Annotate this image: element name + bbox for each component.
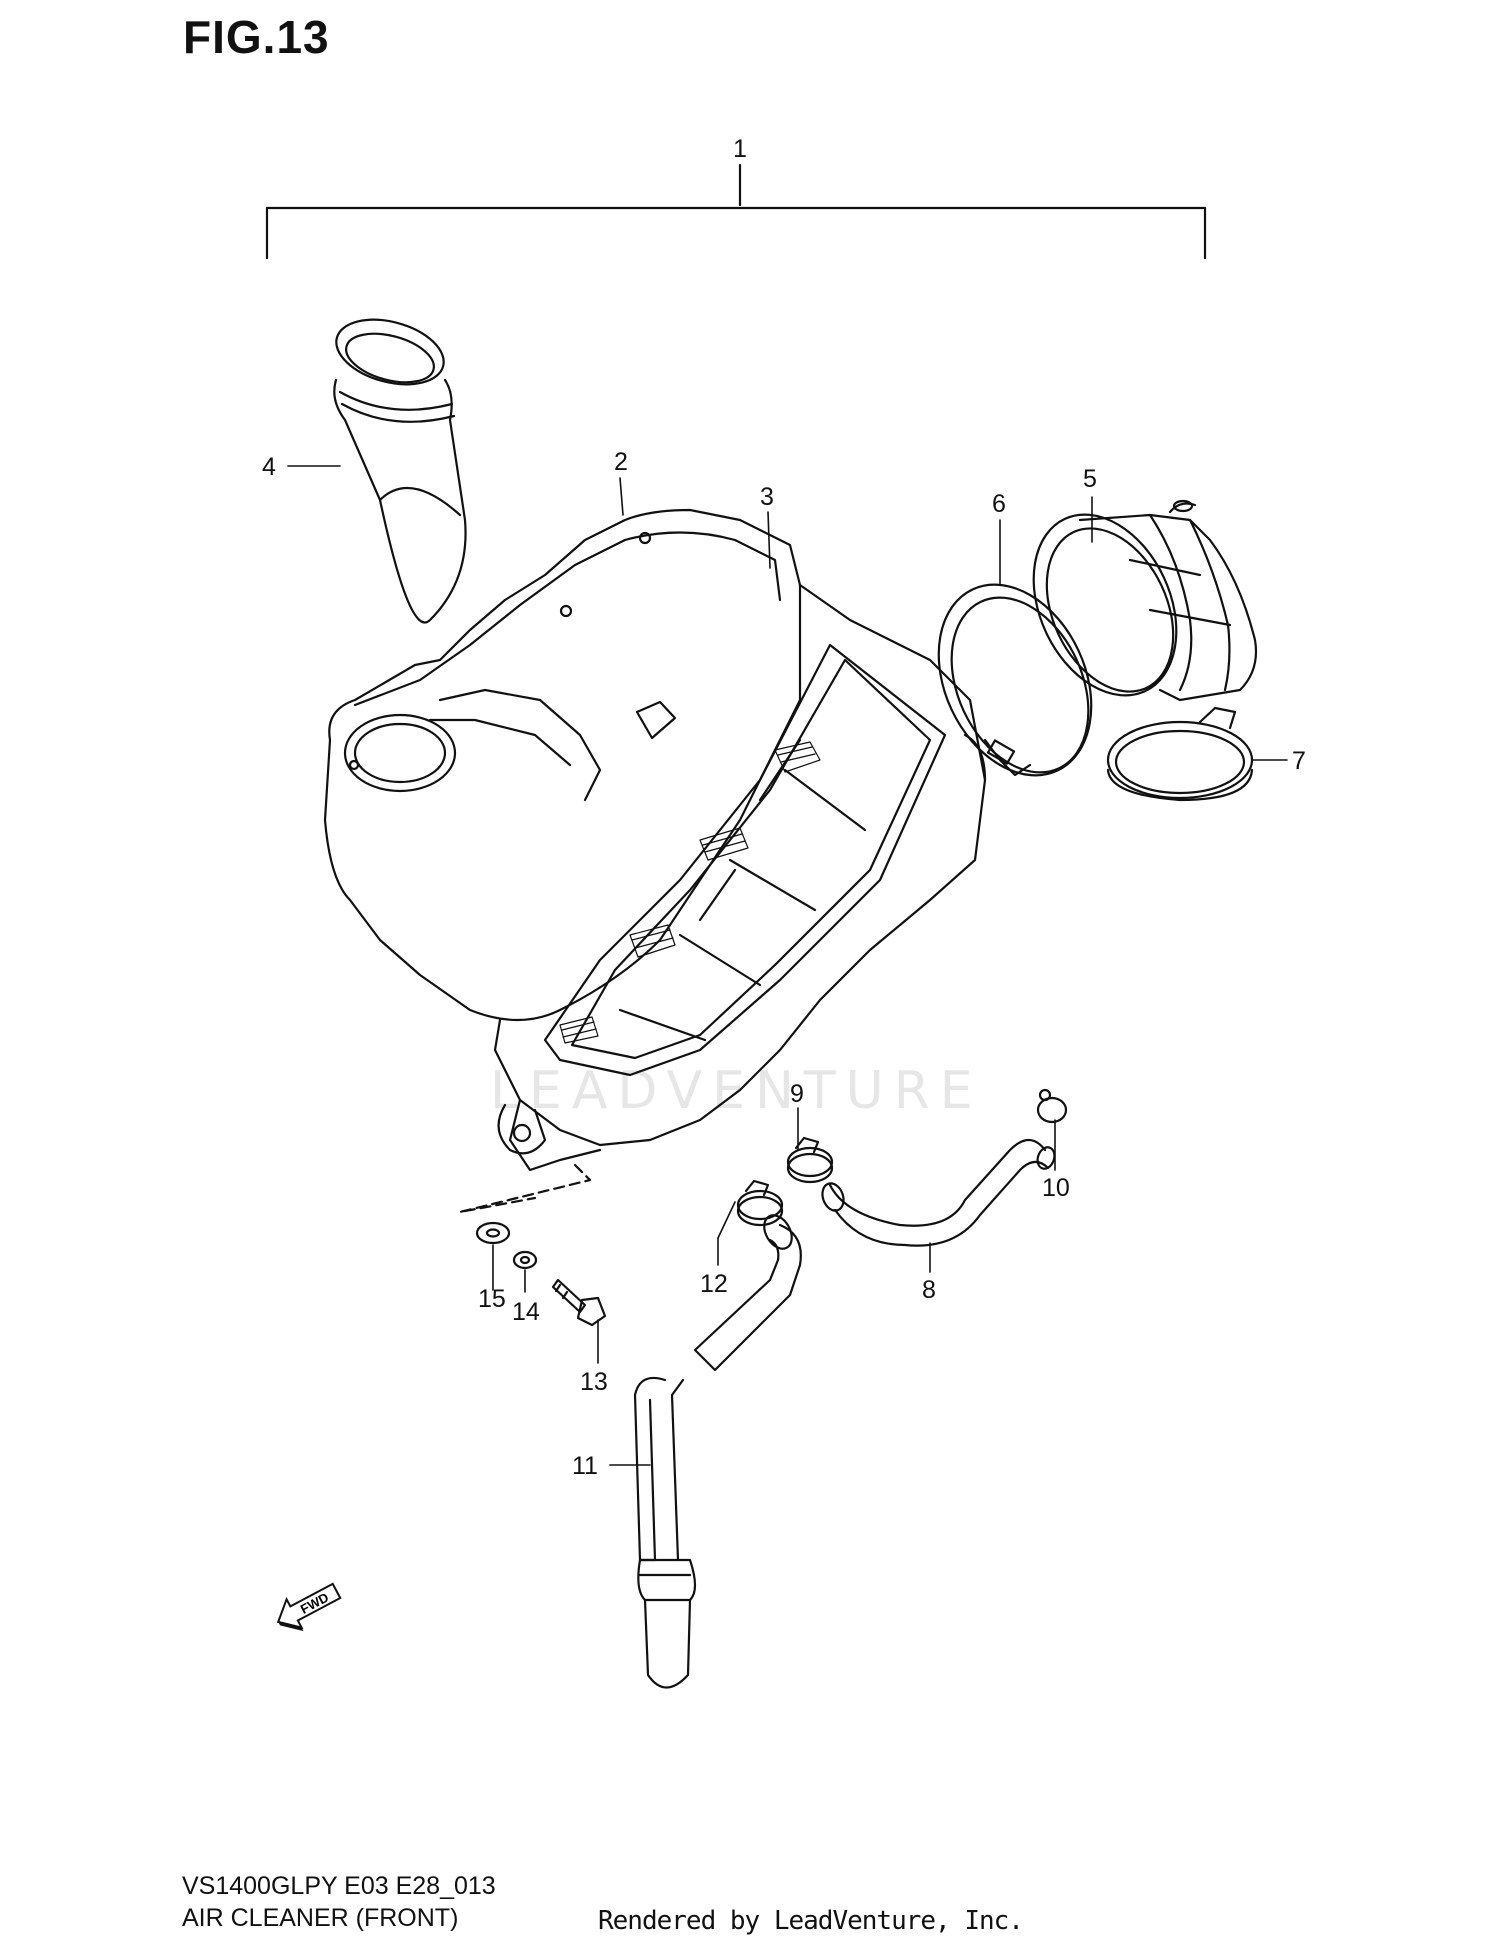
callout-6: 6 bbox=[992, 490, 1006, 518]
clamp-band-part bbox=[1106, 706, 1254, 802]
callout-3: 3 bbox=[760, 483, 774, 511]
callout-9: 9 bbox=[790, 1080, 804, 1108]
model-code: VS1400GLPY E03 E28_013 bbox=[182, 1872, 496, 1900]
callout-11: 11 bbox=[572, 1452, 598, 1480]
callout-5: 5 bbox=[1083, 465, 1097, 493]
figure-title: FIG.13 bbox=[183, 11, 330, 63]
bent-hose-part bbox=[821, 1138, 1056, 1247]
callout-7: 7 bbox=[1292, 747, 1306, 775]
intake-funnel-part bbox=[333, 318, 467, 624]
callout-12: 12 bbox=[700, 1270, 728, 1298]
callout-2: 2 bbox=[614, 448, 628, 476]
assembly-bracket bbox=[265, 163, 1207, 260]
watermark-text: LEADVENTURE bbox=[490, 1061, 983, 1121]
air-cleaner-case bbox=[323, 508, 987, 1214]
hose-clamp-12 bbox=[736, 1179, 784, 1227]
callout-8: 8 bbox=[922, 1276, 936, 1304]
clamp-ring-part bbox=[937, 583, 1093, 777]
rendered-by-credit: Rendered by LeadVenture, Inc. bbox=[598, 1906, 1024, 1936]
callout-4: 4 bbox=[262, 453, 276, 481]
callout-15: 15 bbox=[478, 1285, 506, 1313]
small-washer-part bbox=[512, 1250, 538, 1270]
bolt-part bbox=[551, 1278, 607, 1327]
fwd-arrow-icon: FWD bbox=[276, 1582, 342, 1632]
callout-13: 13 bbox=[580, 1368, 608, 1396]
washer-part bbox=[475, 1221, 511, 1245]
callout-1: 1 bbox=[733, 135, 747, 163]
hose-clamp-9 bbox=[786, 1136, 834, 1184]
drain-hose-part bbox=[633, 1214, 802, 1689]
callout-10: 10 bbox=[1042, 1174, 1070, 1202]
elbow-duct-part bbox=[1032, 499, 1258, 702]
clip-part bbox=[1036, 1088, 1068, 1124]
leader-lines bbox=[287, 465, 1288, 1466]
callout-14: 14 bbox=[512, 1298, 540, 1326]
section-name: AIR CLEANER (FRONT) bbox=[182, 1904, 459, 1932]
